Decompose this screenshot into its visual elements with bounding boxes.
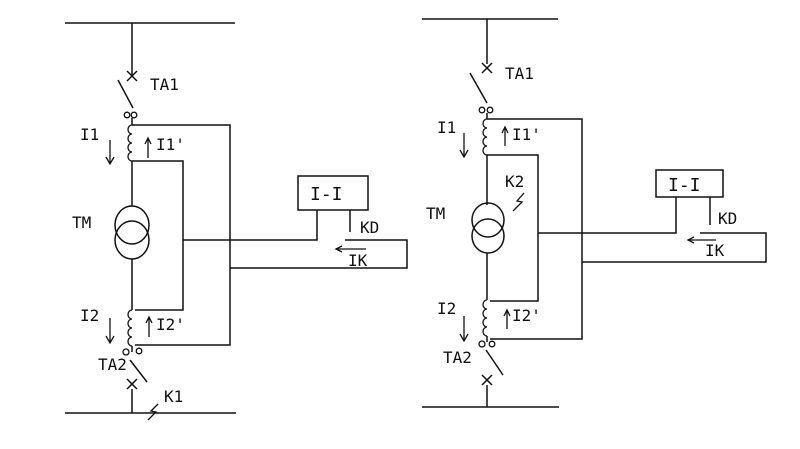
right-ct1-coil-icon (482, 118, 488, 156)
right-i2p-label: I2' (512, 306, 541, 325)
left-breaker-top-switch (117, 79, 134, 109)
left-ik-label: IK (348, 251, 368, 270)
right-breaker-top-icon (481, 62, 493, 74)
left-i2-label: I2 (80, 306, 99, 325)
left-k1-label: K1 (164, 387, 183, 406)
right-i1-arrow-icon (459, 133, 469, 159)
right-ta2-label: TA2 (443, 348, 472, 367)
right-i2p-arrow-icon (503, 308, 511, 329)
left-transformer-icon (114, 205, 150, 260)
right-relay-label: I-I (668, 175, 701, 196)
left-breaker-top-icon (126, 70, 138, 82)
left-ik-arrow-icon (334, 245, 366, 253)
right-ik-arrow-icon (686, 236, 716, 244)
right-breaker-top-switch (469, 72, 488, 104)
left-i1p-arrow-icon (144, 136, 152, 158)
right-transformer-icon (471, 202, 505, 254)
right-relay-box (655, 169, 724, 198)
right-ik-label: IK (705, 241, 725, 260)
left-i2-arrow-icon (105, 318, 115, 345)
left-circuit: TA1 I1 I1' TM I-I KD IK I2 I2' TA2 K1 (65, 22, 408, 421)
right-ct2-coil-icon (482, 299, 488, 337)
left-relay-box (297, 175, 369, 211)
right-circuit: TA1 I1 I1' K2 TM I-I KD IK I2 I2' TA2 (422, 18, 767, 408)
right-ta1-label: TA1 (505, 64, 534, 83)
right-i2-arrow-icon (459, 316, 469, 343)
left-ta1-label: TA1 (150, 75, 179, 94)
left-tm-label: TM (72, 213, 91, 232)
left-i1-arrow-icon (105, 140, 115, 166)
left-fault-k1-icon (147, 403, 159, 421)
right-kd-label: KD (718, 209, 737, 228)
left-relay-label: I-I (310, 184, 343, 205)
right-breaker-bottom-icon (481, 374, 493, 386)
left-kd-label: KD (360, 218, 379, 237)
left-i1-label: I1 (80, 125, 99, 144)
right-i1p-arrow-icon (501, 125, 509, 146)
left-i1p-label: I1' (156, 135, 185, 154)
left-ta2-label: TA2 (98, 355, 127, 374)
right-i2-label: I2 (437, 299, 456, 318)
left-ct2-coil-icon (127, 309, 133, 347)
right-i1-label: I1 (437, 118, 456, 137)
left-breaker-bottom-switch (129, 359, 148, 383)
right-tm-label: TM (426, 204, 445, 223)
left-i2p-label: I2' (156, 315, 185, 334)
left-ct1-coil-icon (127, 124, 133, 162)
right-k2-label: K2 (505, 172, 524, 191)
right-breaker-bottom-switch (485, 349, 504, 376)
right-fault-k2-icon (512, 192, 525, 212)
left-breaker-bottom-icon (126, 378, 138, 390)
right-i1p-label: I1' (512, 125, 541, 144)
left-i2p-arrow-icon (145, 315, 153, 337)
